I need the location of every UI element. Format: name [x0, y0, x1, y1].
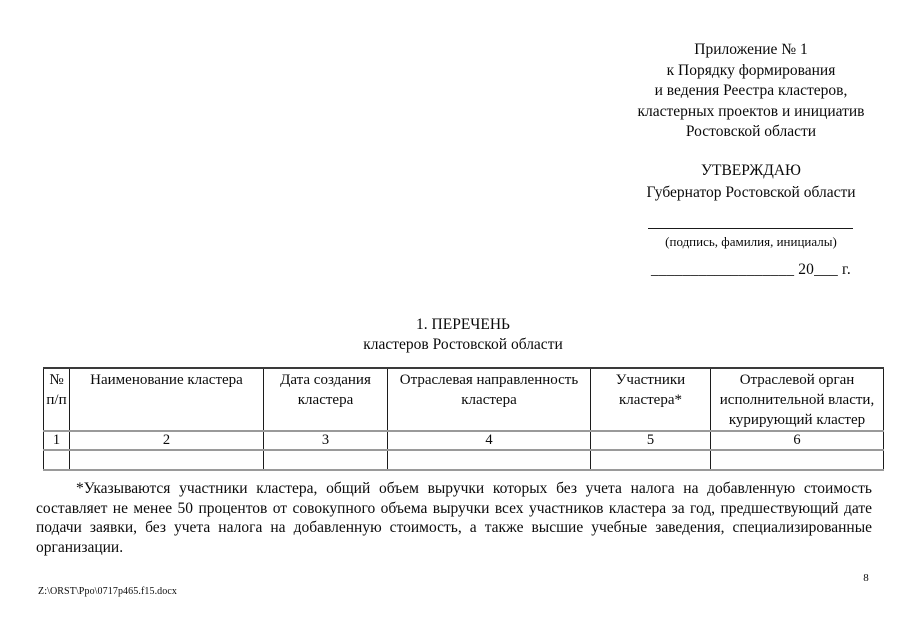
clusters-table-container: № п/п Наименование кластера Дата создани… — [43, 367, 884, 471]
empty-cell — [387, 450, 591, 471]
col-header-members: Участники кластера* — [590, 367, 711, 432]
signature-rule — [648, 228, 853, 229]
signature-caption: (подпись, фамилия, инициалы) — [665, 234, 837, 249]
annex-line: Приложение № 1 — [694, 41, 808, 58]
annex-reference: Приложение № 1 к Порядку формирования и … — [610, 40, 892, 143]
file-path: Z:\ORST\Ppo\0717p465.f15.docx — [38, 586, 178, 597]
table-row — [43, 450, 884, 471]
annex-line: к Порядку формирования — [666, 61, 836, 79]
column-number: 6 — [710, 431, 884, 451]
section-title-block: 1. ПЕРЕЧЕНЬ кластеров Ростовской области — [43, 315, 883, 354]
column-number: 2 — [69, 431, 264, 451]
empty-cell — [263, 450, 388, 471]
approver-title: Губернатор Ростовской области — [646, 184, 856, 201]
empty-cell — [710, 450, 884, 471]
section-title-line1: 1. ПЕРЕЧЕНЬ — [416, 316, 510, 333]
col-header-authority: Отраслевой орган исполнительной власти, … — [710, 367, 884, 432]
page-number: 8 — [863, 572, 869, 584]
empty-cell — [590, 450, 711, 471]
empty-cell — [43, 450, 70, 471]
annex-line: кластерных проектов и инициатив — [637, 102, 865, 120]
column-number: 3 — [263, 431, 388, 451]
approve-heading: УТВЕРЖДАЮ — [701, 162, 801, 179]
col-header-industry: Отраслевая направленность кластера — [387, 367, 591, 432]
table-header-row: № п/п Наименование кластера Дата создани… — [43, 367, 884, 432]
empty-cell — [69, 450, 264, 471]
approval-date-line: __________________ 20___ г. — [651, 261, 851, 278]
column-number: 1 — [43, 431, 70, 451]
clusters-table: № п/п Наименование кластера Дата создани… — [43, 367, 884, 471]
column-number: 4 — [387, 431, 591, 451]
section-title-line2: кластеров Ростовской области — [363, 335, 563, 353]
col-header-date: Дата создания кластера — [263, 367, 388, 432]
footnote: *Указываются участники кластера, общий о… — [36, 480, 872, 556]
column-numbers-row: 1 2 3 4 5 6 — [43, 431, 884, 451]
annex-line: и ведения Реестра кластеров, — [654, 82, 848, 100]
column-number: 5 — [590, 431, 711, 451]
col-header-num: № п/п — [43, 367, 70, 432]
approval-block: УТВЕРЖДАЮ Губернатор Ростовской области — [610, 160, 892, 204]
col-header-name: Наименование кластера — [69, 367, 264, 432]
annex-line: Ростовской области — [685, 123, 817, 141]
